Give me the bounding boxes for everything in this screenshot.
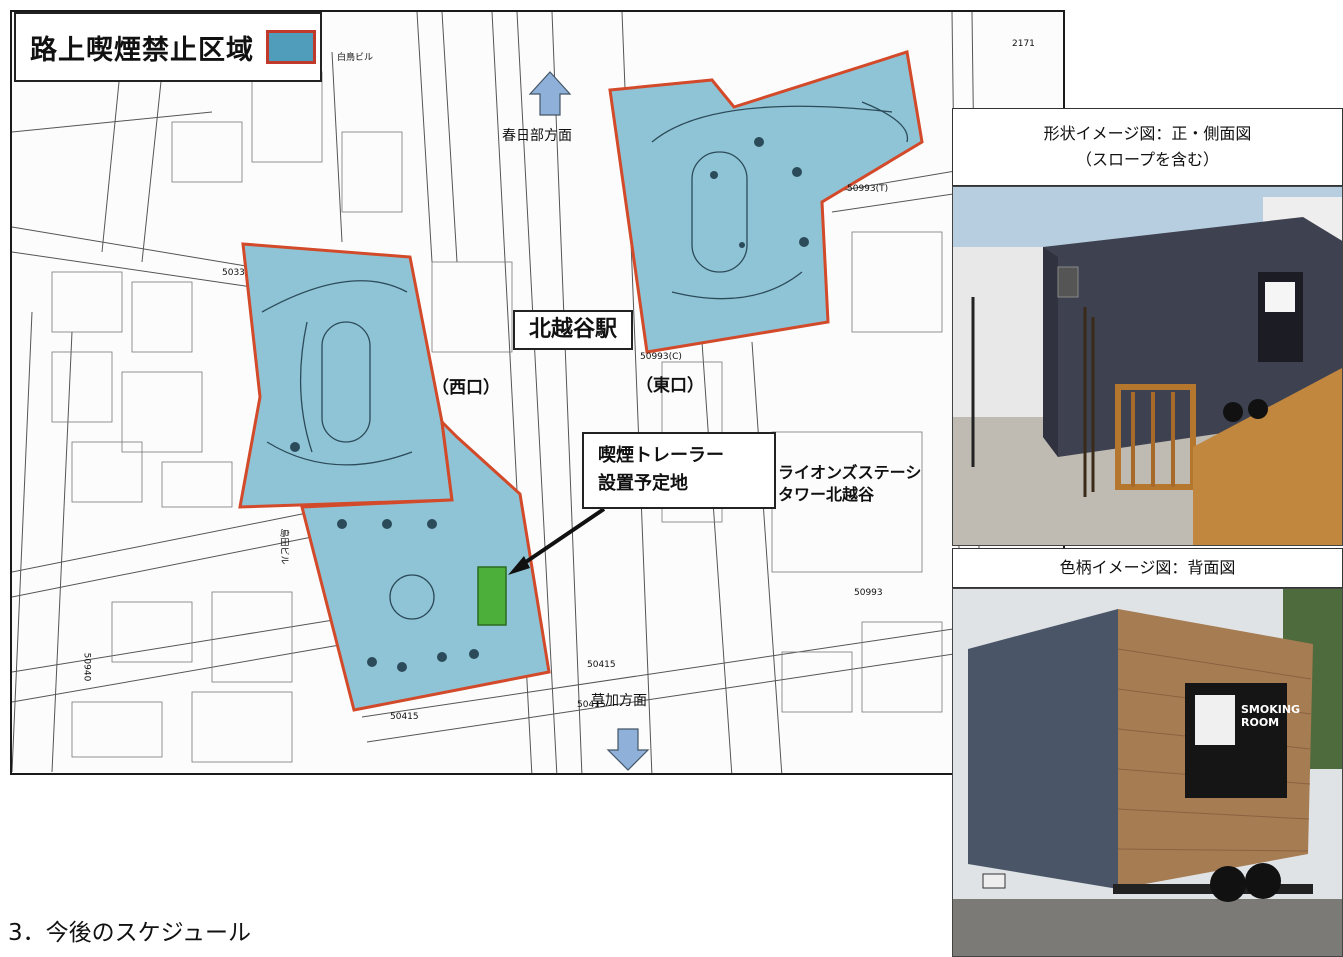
map-text-code-50415c: 50415 (587, 660, 616, 670)
map-text-code-50993c: 50993(C) (640, 352, 682, 362)
map-text-code-2171: 2171 (1012, 39, 1035, 49)
place-label-line-1: ライオンズステーシ (778, 463, 922, 482)
plaza-details (261, 101, 909, 620)
trailer-callout: 喫煙トレーラー 設置予定地 (582, 432, 776, 509)
map-text-building-top: 白鳥ビル (337, 53, 374, 63)
east-exit-label: （東口） (636, 376, 704, 396)
front-side-photo (952, 186, 1343, 546)
back-photo-caption: 色柄イメージ図：背面図 (952, 548, 1343, 588)
smoking-room-sign: SMOKING ROOM (1241, 703, 1300, 729)
trailer-front-illustration (953, 187, 1342, 545)
map-text-code-50993t: 50993(T) (847, 184, 889, 194)
sign-line-2: ROOM (1241, 716, 1280, 729)
place-label-line-2: タワー北越谷 (778, 485, 875, 504)
map: 白鳥ビル 2171 50993(T) 50993(C) 50993 50415 … (10, 10, 1065, 775)
map-text-code-50330: 5033 (222, 268, 245, 278)
zone-west-south (300, 417, 551, 712)
station-label: 北越谷駅 (513, 310, 633, 350)
direction-south-label: 草加方面 (591, 693, 647, 709)
sign-line-1: SMOKING (1241, 703, 1301, 716)
zone-east (608, 50, 924, 354)
legend: 路上喫煙禁止区域 (14, 12, 322, 82)
trailer-site (477, 566, 507, 626)
map-text-building-left: 島田ビル (278, 528, 289, 565)
direction-north-label: 春日部方面 (502, 128, 572, 144)
map-text-code-50415a: 50415 (390, 712, 419, 722)
west-exit-label: （西口） (432, 378, 500, 398)
north-arrow-icon (528, 71, 572, 116)
callout-arrow (508, 507, 606, 575)
no-smoking-zones (238, 50, 924, 712)
trailer-back-illustration (953, 589, 1342, 956)
callout-line-1: 喫煙トレーラー (598, 445, 724, 466)
plaza-trees (290, 137, 809, 672)
section-heading: 3．今後のスケジュール (8, 920, 252, 946)
legend-label: 路上喫煙禁止区域 (30, 34, 254, 66)
south-arrow-icon (606, 728, 650, 771)
map-text-code-50415b: 50415 (577, 700, 606, 710)
place-label: ライオンズステーシ タワー北越谷 (778, 462, 921, 506)
back-photo: SMOKING ROOM (952, 588, 1343, 957)
map-text-code-50940: 50940 (81, 652, 92, 682)
zone-west-north (238, 242, 454, 509)
front-caption-line-1: 形状イメージ図：正・側面図 (1043, 124, 1252, 143)
map-text-code-50993: 50993 (854, 588, 883, 598)
legend-swatch (266, 30, 316, 64)
front-photo-caption: 形状イメージ図：正・側面図 （スロープを含む） (952, 108, 1343, 186)
callout-line-2: 設置予定地 (598, 473, 688, 494)
front-caption-line-2: （スロープを含む） (1075, 150, 1220, 169)
